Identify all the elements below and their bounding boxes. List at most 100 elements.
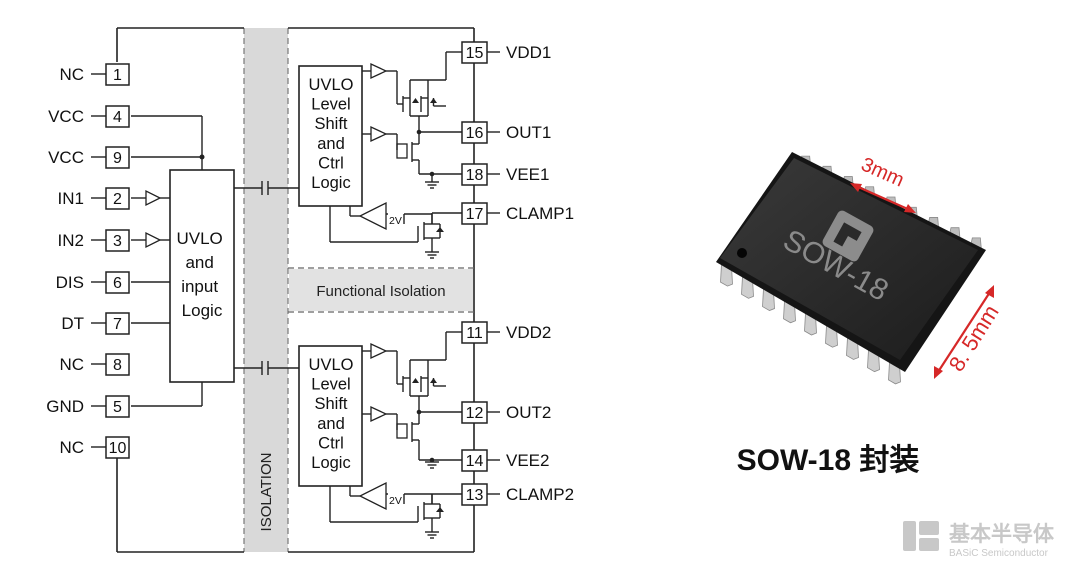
input-block-label: UVLO and input Logic xyxy=(176,229,227,320)
pin-box xyxy=(105,229,130,252)
clamp-reference-label: 2V xyxy=(389,215,402,227)
watermark-en: BASiC Semiconductor xyxy=(949,548,1049,559)
company-logo-icon xyxy=(903,521,939,551)
package-outline xyxy=(116,27,475,553)
left-pin-8: NC 8 xyxy=(59,353,130,376)
pin-number: 12 xyxy=(466,405,484,422)
pin-number: 11 xyxy=(466,325,483,342)
input-logic-block: UVLO and input Logic xyxy=(169,169,235,383)
left-pin-wiring xyxy=(131,115,203,407)
functional-isolation-region: Functional Isolation xyxy=(288,267,474,313)
in1-buffer-icon xyxy=(145,189,162,207)
length-dimension xyxy=(934,285,994,379)
left-pin-9: VCC 9 xyxy=(48,146,130,169)
pin-number: 4 xyxy=(113,109,122,126)
driver-buffer-icon xyxy=(370,342,388,360)
pin-name: GND xyxy=(46,397,84,416)
pullup-transistor-icon xyxy=(396,51,462,117)
company-watermark: 基本半导体 BASiC Semiconductor xyxy=(903,521,1055,559)
functional-block-diagram: ISOLATION Functional Isolation xyxy=(46,27,574,553)
pin-number: 17 xyxy=(466,206,484,223)
pin-name: DIS xyxy=(56,273,84,292)
control-logic-block xyxy=(298,345,363,487)
pin-box xyxy=(105,312,130,335)
pin-name: OUT2 xyxy=(506,403,551,422)
pin-name: VCC xyxy=(48,148,84,167)
left-pin-7: DT 7 xyxy=(61,312,130,335)
pin-box xyxy=(105,146,130,169)
width-dimension xyxy=(850,183,916,213)
pin-number: 2 xyxy=(113,191,122,208)
left-pin-10: NC 10 xyxy=(59,436,130,459)
pin-box xyxy=(105,436,130,459)
pin-number: 18 xyxy=(466,167,484,184)
pin-name: VDD2 xyxy=(506,323,551,342)
pin-box xyxy=(105,63,130,86)
pin-name: VEE1 xyxy=(506,165,549,184)
pin-name: NC xyxy=(59,438,84,457)
pin-name: IN1 xyxy=(58,189,84,208)
pulldown-transistor-icon xyxy=(396,412,462,463)
left-pin-5: GND 5 xyxy=(46,395,130,418)
right-pin-15: 15 VDD1 xyxy=(461,41,551,64)
pin-number: 15 xyxy=(466,45,484,62)
pin-name: CLAMP2 xyxy=(506,485,574,504)
driver-buffer-icon xyxy=(370,405,388,423)
pin-name: OUT1 xyxy=(506,123,551,142)
control-logic-block xyxy=(298,65,363,207)
pin-box xyxy=(105,395,130,418)
package-illustration: SOW-18 3mm 8. 5mm SOW-18 封装 xyxy=(716,152,1004,477)
pin-number: 13 xyxy=(466,487,484,504)
isolation-label: ISOLATION xyxy=(258,453,275,532)
ground-icon xyxy=(425,181,439,189)
pin-box xyxy=(105,353,130,376)
pin-name: VDD1 xyxy=(506,43,551,62)
clamp-comparator-icon: 2V xyxy=(349,481,432,511)
pin-number: 8 xyxy=(113,357,122,374)
width-dimension-label: 3mm xyxy=(858,153,908,191)
pin-name: VEE2 xyxy=(506,451,549,470)
pin-number: 5 xyxy=(113,399,122,416)
pin-number: 16 xyxy=(466,125,484,142)
pin-name: IN2 xyxy=(58,231,84,250)
pin1-dot xyxy=(737,248,747,258)
pin-number: 10 xyxy=(109,440,127,457)
pin-number: 3 xyxy=(113,233,122,250)
functional-isolation-label: Functional Isolation xyxy=(316,283,445,300)
pin-box xyxy=(105,187,130,210)
ground-icon xyxy=(425,461,439,469)
left-pin-2: IN1 2 xyxy=(58,187,130,210)
pin-number: 9 xyxy=(113,150,122,167)
chip-logo-icon xyxy=(822,210,874,262)
pin-name: DT xyxy=(61,314,84,333)
ground-icon xyxy=(425,251,439,259)
package-caption: SOW-18 封装 xyxy=(737,444,920,477)
driver-buffer-icon xyxy=(370,62,388,80)
clamp-reference-label: 2V xyxy=(389,495,402,507)
pin-number: 1 xyxy=(113,67,122,84)
clamp-transistor-icon xyxy=(329,206,462,252)
driver-buffer-icon xyxy=(370,125,388,143)
right-pin-13: 13 CLAMP2 xyxy=(461,483,574,506)
pin-number: 7 xyxy=(113,316,122,333)
pullup-transistor-icon xyxy=(396,331,462,397)
right-pin-11: 11 VDD2 xyxy=(461,321,551,344)
in2-buffer-icon xyxy=(145,231,162,249)
isolation-barrier xyxy=(244,28,288,552)
length-dimension-label: 8. 5mm xyxy=(944,300,1004,375)
pin-box xyxy=(105,271,130,294)
isolation-capacitor-2 xyxy=(234,361,299,375)
pin-number: 6 xyxy=(113,275,122,292)
pin-name: NC xyxy=(59,355,84,374)
clamp-transistor-icon xyxy=(329,486,462,532)
